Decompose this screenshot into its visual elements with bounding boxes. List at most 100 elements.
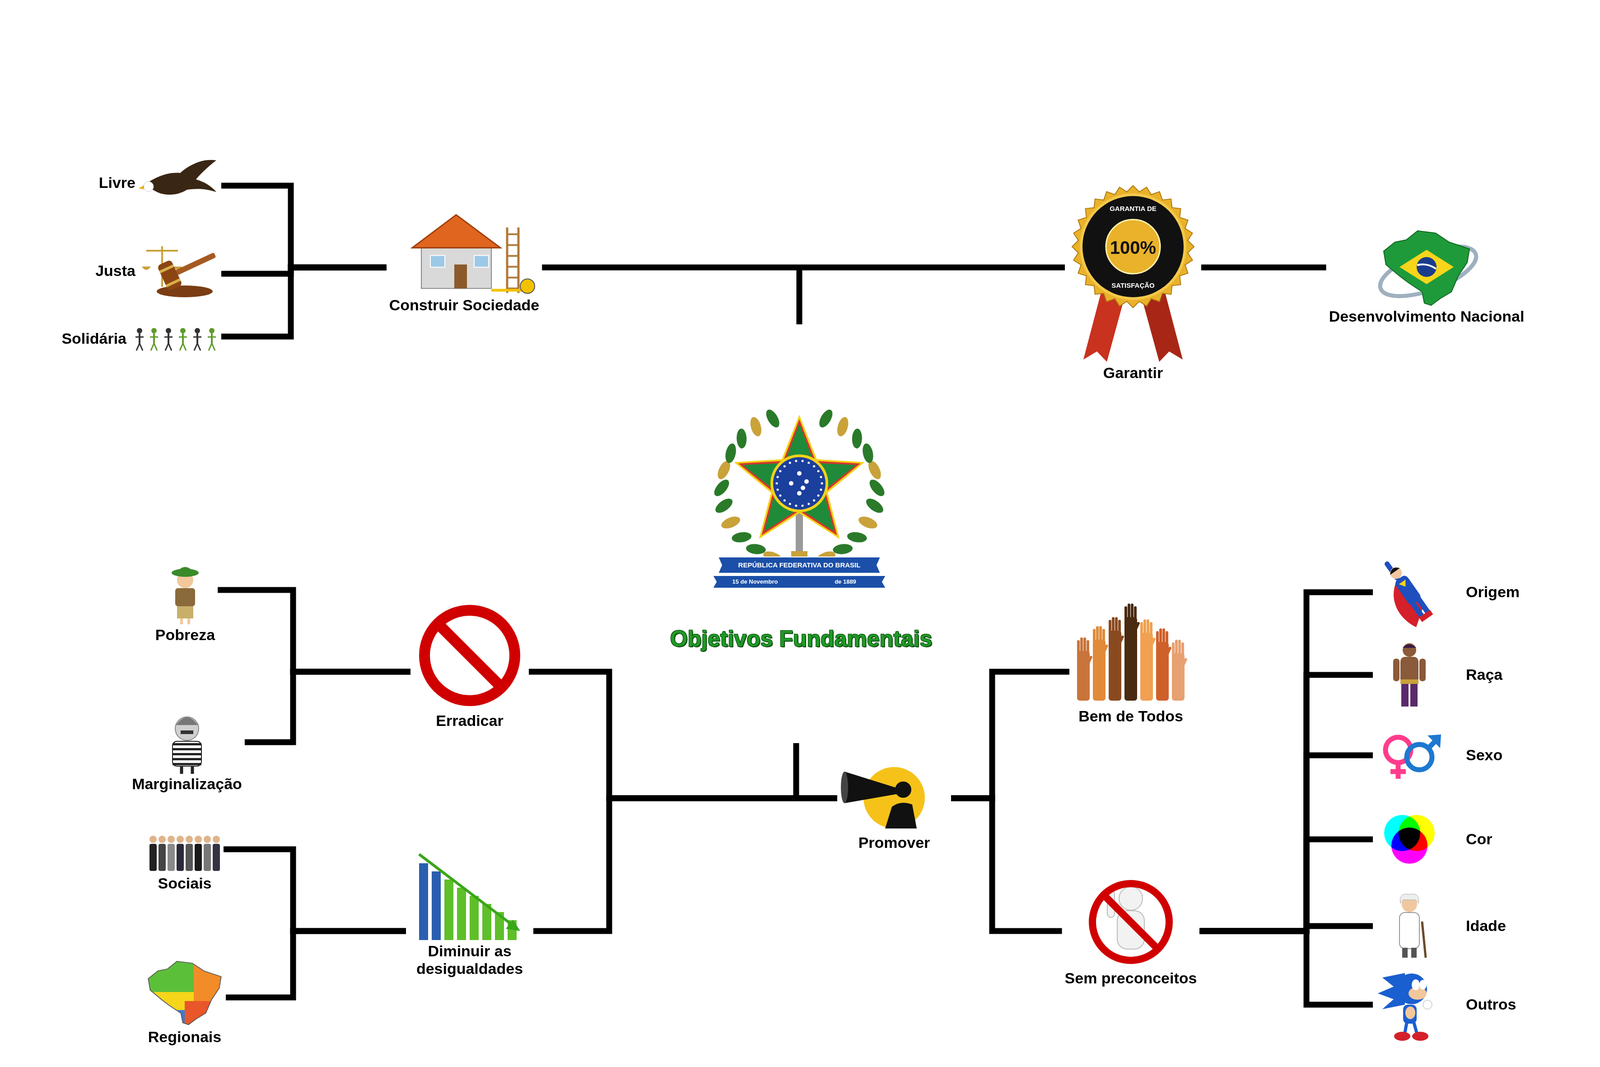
coat-of-arms (820, 475, 823, 478)
megaphone-icon (840, 771, 849, 803)
coat-of-arms (788, 502, 792, 505)
hands-icon (1149, 621, 1153, 639)
concept-node: Justa (92, 238, 222, 304)
people-icon (197, 343, 201, 351)
badge-icon (1105, 219, 1161, 274)
hero-flying-icon (1387, 564, 1405, 581)
hands-icon (1171, 642, 1175, 659)
house-icon (507, 265, 519, 268)
coat-of-arms (776, 488, 780, 491)
concept-node: Marginalização (129, 704, 245, 796)
crowd-icon (185, 835, 193, 843)
coat-of-arms (863, 495, 887, 516)
people-icon (194, 327, 201, 334)
poor-kid-icon (175, 587, 196, 607)
people-icon (153, 333, 155, 344)
people-icon (168, 343, 172, 351)
node-label: Solidária (61, 329, 127, 348)
hero-dark-icon (1400, 656, 1419, 684)
illustration-text: de 1889 (834, 578, 857, 585)
badge-icon (1082, 195, 1184, 298)
megaphone-icon (840, 766, 925, 829)
icon-slot (1067, 183, 1199, 364)
crowd-icon (194, 835, 202, 843)
hands-icon (1085, 655, 1093, 667)
coat-of-arms (835, 415, 851, 438)
crowd-icon (149, 835, 220, 871)
hedgehog-icon (1377, 972, 1433, 1041)
coat-of-arms (713, 495, 736, 516)
people-icon (165, 343, 169, 351)
node-label: Marginalização (131, 774, 243, 793)
gavel-icon (156, 241, 221, 292)
coat-of-arms (812, 499, 816, 502)
crowd-icon (176, 835, 184, 843)
crowd-icon (167, 835, 175, 843)
illustration-text: 100% (1110, 237, 1157, 258)
node-label: Sem preconceitos (1064, 969, 1198, 987)
bar-chart-icon (505, 919, 521, 931)
concept-node: Raça (1372, 638, 1506, 712)
concept-node: Construir Sociedade (386, 209, 543, 317)
gavel-icon (156, 259, 183, 292)
brazil-map-icon (1383, 230, 1470, 306)
hands-icon (1148, 637, 1157, 649)
bar-chart-icon (419, 853, 521, 940)
no-bias-icon (1092, 883, 1170, 961)
house-icon (517, 227, 520, 294)
concept-node: Bem de Todos (1069, 591, 1193, 728)
coat-of-arms (794, 504, 798, 507)
coat-of-arms (711, 476, 732, 499)
hands-icon (1101, 643, 1109, 655)
people-icon (179, 343, 183, 351)
coat-of-arms (817, 470, 820, 473)
coat-of-arms (712, 575, 887, 588)
people-icon (149, 336, 159, 338)
house-icon (412, 214, 501, 248)
hands-icon (1108, 619, 1112, 636)
hands-icon (1077, 639, 1080, 657)
concept-node: Cor (1372, 804, 1496, 874)
illustration-text: SATISFAÇÃO (1111, 281, 1155, 290)
hands-icon (1114, 616, 1118, 634)
regions-map-icon (139, 946, 230, 1037)
people-icon (165, 327, 172, 334)
crowd-icon (149, 835, 157, 843)
hands-icon (1077, 603, 1188, 701)
icon-slot (1375, 727, 1444, 783)
coat-of-arms (738, 419, 861, 536)
node-label: Regionais (148, 1027, 222, 1046)
node-label: Sociais (157, 874, 212, 892)
hero-dark-icon (1410, 681, 1418, 707)
prisoner-icon (180, 730, 194, 734)
people-icon (178, 336, 187, 338)
bar-chart-icon (444, 879, 454, 940)
eagle-icon (138, 185, 145, 190)
illustration-text: 15 de Novembro (732, 578, 778, 585)
concept-node: Promover (837, 758, 952, 854)
gavel-icon (174, 252, 216, 276)
hero-flying-icon (1371, 556, 1435, 630)
icon-slot (148, 829, 221, 875)
hedgehog-icon (1405, 1006, 1416, 1019)
concept-node: Garantir (1064, 180, 1202, 385)
hedgehog-icon (1396, 973, 1428, 1004)
house-icon (507, 255, 519, 257)
eagle-icon (143, 181, 154, 192)
node-label: Diminuir as desigualdades (408, 942, 531, 978)
hero-dark-icon (1402, 644, 1417, 649)
illustration-text: REPÚBLICA FEDERATIVA DO BRASIL (738, 561, 861, 570)
prisoner-icon (172, 752, 202, 756)
hands-icon (1143, 619, 1147, 636)
coat-of-arms (770, 454, 829, 513)
regions-map-icon (148, 960, 222, 1025)
node-label: Garantir (1103, 363, 1163, 382)
hands-icon (1156, 641, 1169, 701)
coat-of-arms (779, 470, 782, 473)
coat-of-arms (763, 407, 783, 430)
regions-map-icon (193, 946, 230, 1001)
people-icon (196, 333, 199, 344)
coat-of-arms (745, 542, 767, 555)
icon-slot (839, 761, 949, 834)
prisoner-icon (176, 717, 198, 725)
